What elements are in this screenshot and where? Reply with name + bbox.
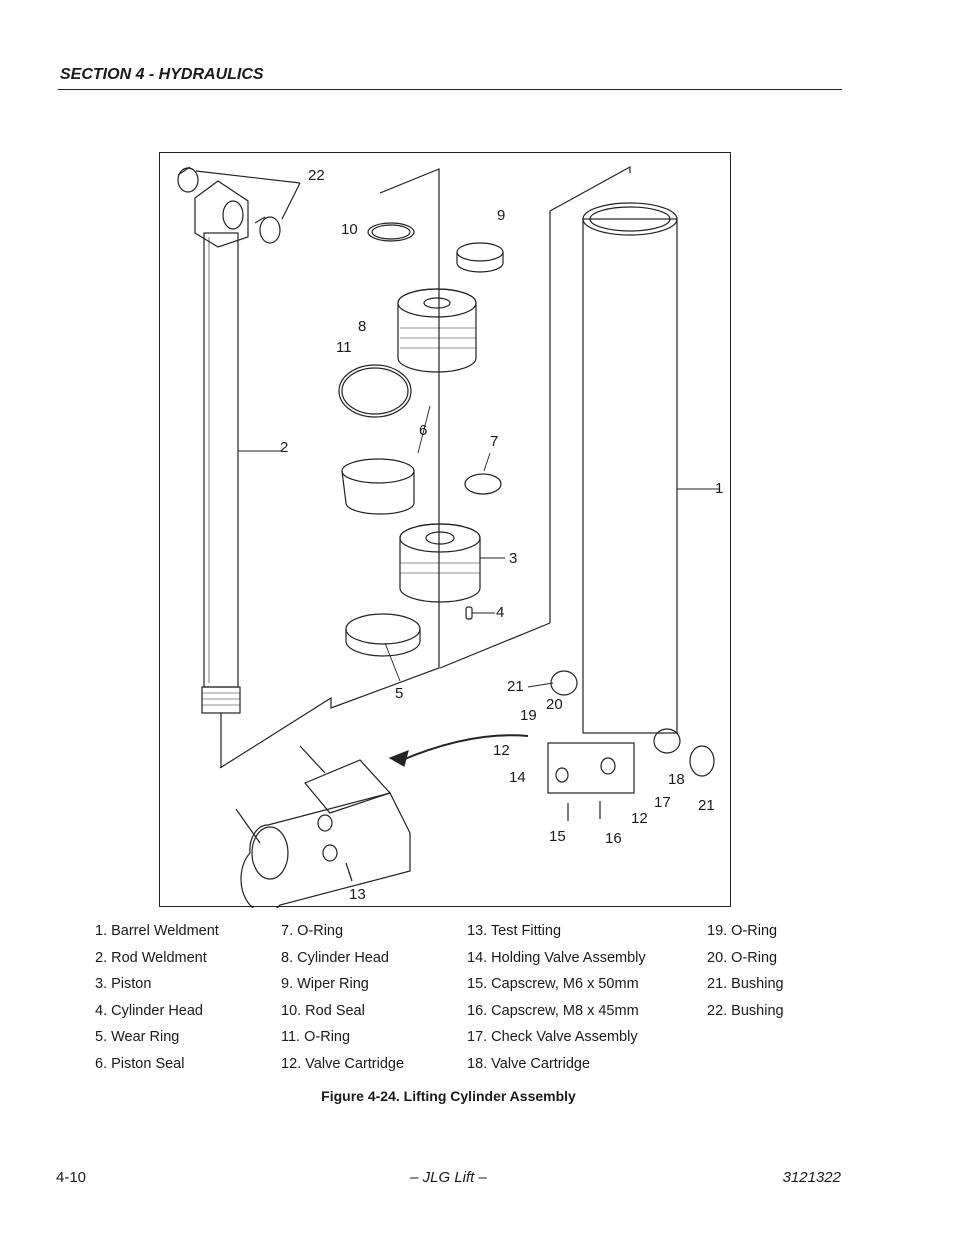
legend-item: 15. Capscrew, M6 x 50mm <box>467 976 639 992</box>
legend-column-4: 19. O-Ring 20. O-Ring 21. Bushing 22. Bu… <box>707 918 784 1024</box>
callout-20: 20 <box>546 696 563 713</box>
callout-5: 5 <box>395 685 404 702</box>
legend-item: 16. Capscrew, M8 x 45mm <box>467 1002 639 1019</box>
legend-column-2: 7. O-Ring 8. Cylinder Head 9. Wiper Ring… <box>281 918 404 1077</box>
legend-item: 11. O-Ring <box>281 1029 351 1045</box>
section-header: SECTION 4 - HYDRAULICS <box>60 66 264 83</box>
callout-11: 11 <box>336 339 352 356</box>
legend-item: 2. Rod Weldment <box>95 949 207 966</box>
callout-17: 17 <box>654 794 671 811</box>
legend-item: 21. Bushing <box>707 976 784 992</box>
header-rule <box>58 89 842 90</box>
leader-lines <box>238 405 720 688</box>
callout-1: 1 <box>715 480 724 497</box>
callout-13: 13 <box>349 886 366 903</box>
legend-item: 19. O-Ring <box>707 923 778 939</box>
legend-item: 12. Valve Cartridge <box>281 1055 405 1072</box>
legend-item: 13. Test Fitting <box>467 923 562 939</box>
legend-column-3: 13. Test Fitting 14. Holding Valve Assem… <box>467 918 646 1077</box>
guide-panel-right <box>549 165 631 212</box>
legend-item: 8. Cylinder Head <box>281 949 389 966</box>
cylinder-head-drawing <box>338 222 504 418</box>
barrel-drawing <box>388 202 715 821</box>
figure-caption: Figure 4-24. Lifting Cylinder Assembly <box>321 1088 576 1104</box>
piston-drawing <box>341 458 502 657</box>
callout-22: 22 <box>308 167 325 184</box>
callout-21-upper: 21 <box>507 678 524 695</box>
legend-item: 14. Holding Valve Assembly <box>467 949 646 966</box>
legend-item: 9. Wiper Ring <box>281 976 369 992</box>
callout-12-upper: 12 <box>493 742 510 759</box>
callout-8: 8 <box>358 318 367 335</box>
document-number: 3121322 <box>782 1169 841 1186</box>
exploded-view-figure: 22 10 9 8 11 2 6 7 1 3 4 5 21 20 19 12 1… <box>159 152 731 908</box>
legend-item: 22. Bushing <box>707 1002 784 1019</box>
parts-legend: 1. Barrel Weldment 2. Rod Weldment 3. Pi… <box>0 918 954 1088</box>
legend-column-1: 1. Barrel Weldment 2. Rod Weldment 3. Pi… <box>95 918 219 1077</box>
callout-2: 2 <box>280 439 289 456</box>
lifting-cylinder-drawing <box>177 165 720 908</box>
callout-4: 4 <box>496 604 505 621</box>
rod-weldment-drawing <box>177 166 301 768</box>
legend-item: 1. Barrel Weldment <box>95 923 219 939</box>
callout-18: 18 <box>668 771 685 788</box>
legend-item: 18. Valve Cartridge <box>467 1055 591 1072</box>
callout-7: 7 <box>490 433 499 450</box>
legend-item: 6. Piston Seal <box>95 1055 185 1072</box>
callout-12-lower: 12 <box>631 810 648 827</box>
legend-item: 17. Check Valve Assembly <box>467 1029 638 1045</box>
holding-valve-detail <box>235 745 411 908</box>
callout-3: 3 <box>509 550 518 567</box>
callout-16: 16 <box>605 830 622 847</box>
legend-item: 10. Rod Seal <box>281 1002 365 1019</box>
callout-9: 9 <box>497 207 506 224</box>
page-number: 4-10 <box>56 1169 87 1186</box>
callout-19: 19 <box>520 707 537 724</box>
legend-item: 7. O-Ring <box>281 923 344 939</box>
callout-6: 6 <box>419 422 428 439</box>
callout-14: 14 <box>509 769 526 786</box>
callout-21-lower: 21 <box>698 797 715 814</box>
callout-15: 15 <box>549 828 566 845</box>
publisher-label: – JLG Lift – <box>410 1169 487 1186</box>
guide-panel-left <box>219 168 440 769</box>
legend-item: 5. Wear Ring <box>95 1029 180 1045</box>
callout-10: 10 <box>341 221 358 238</box>
legend-item: 4. Cylinder Head <box>95 1002 203 1019</box>
legend-item: 20. O-Ring <box>707 949 778 966</box>
legend-item: 3. Piston <box>95 976 152 992</box>
